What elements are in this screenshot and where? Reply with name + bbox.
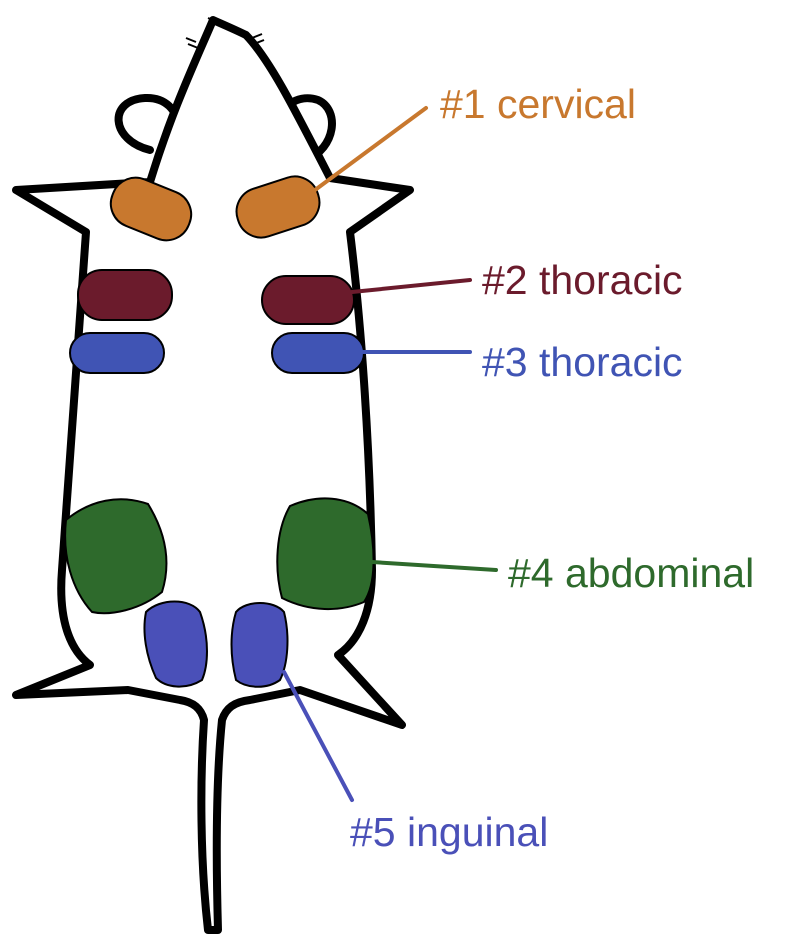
leader-lines xyxy=(282,106,498,802)
leader-line-cervical xyxy=(313,106,428,192)
gland-inguinal xyxy=(143,600,289,688)
gland-abdominal-left xyxy=(64,498,168,615)
leader-line-abdominal xyxy=(370,560,498,572)
gland-inguinal-left xyxy=(143,600,208,688)
label-abdominal: #4 abdominal xyxy=(508,550,754,596)
gland-abdominal-right xyxy=(276,497,375,610)
gland-thoracic-2 xyxy=(77,269,355,325)
gland-abdominal xyxy=(64,497,375,615)
gland-thoracic-2-left xyxy=(77,269,173,321)
body-outline xyxy=(12,16,414,934)
gland-cervical-left xyxy=(109,176,193,242)
gland-inguinal-right xyxy=(230,602,289,688)
label-thoracic-3: #3 thoracic xyxy=(482,339,683,385)
gland-thoracic-3-left xyxy=(69,332,165,374)
whiskers xyxy=(185,17,265,49)
gland-thoracic-3-right xyxy=(271,332,365,374)
gland-thoracic-2-right xyxy=(261,275,355,325)
gland-cervical xyxy=(109,175,321,242)
leader-line-thoracic-2 xyxy=(350,278,472,294)
gland-cervical-right xyxy=(235,175,321,239)
leader-line-inguinal xyxy=(282,670,354,802)
gland-thoracic-3 xyxy=(69,332,365,374)
label-thoracic-2: #2 thoracic xyxy=(482,257,683,303)
mouse-outline xyxy=(12,16,414,934)
label-inguinal: #5 inguinal xyxy=(350,809,548,855)
label-cervical: #1 cervical xyxy=(440,81,636,127)
